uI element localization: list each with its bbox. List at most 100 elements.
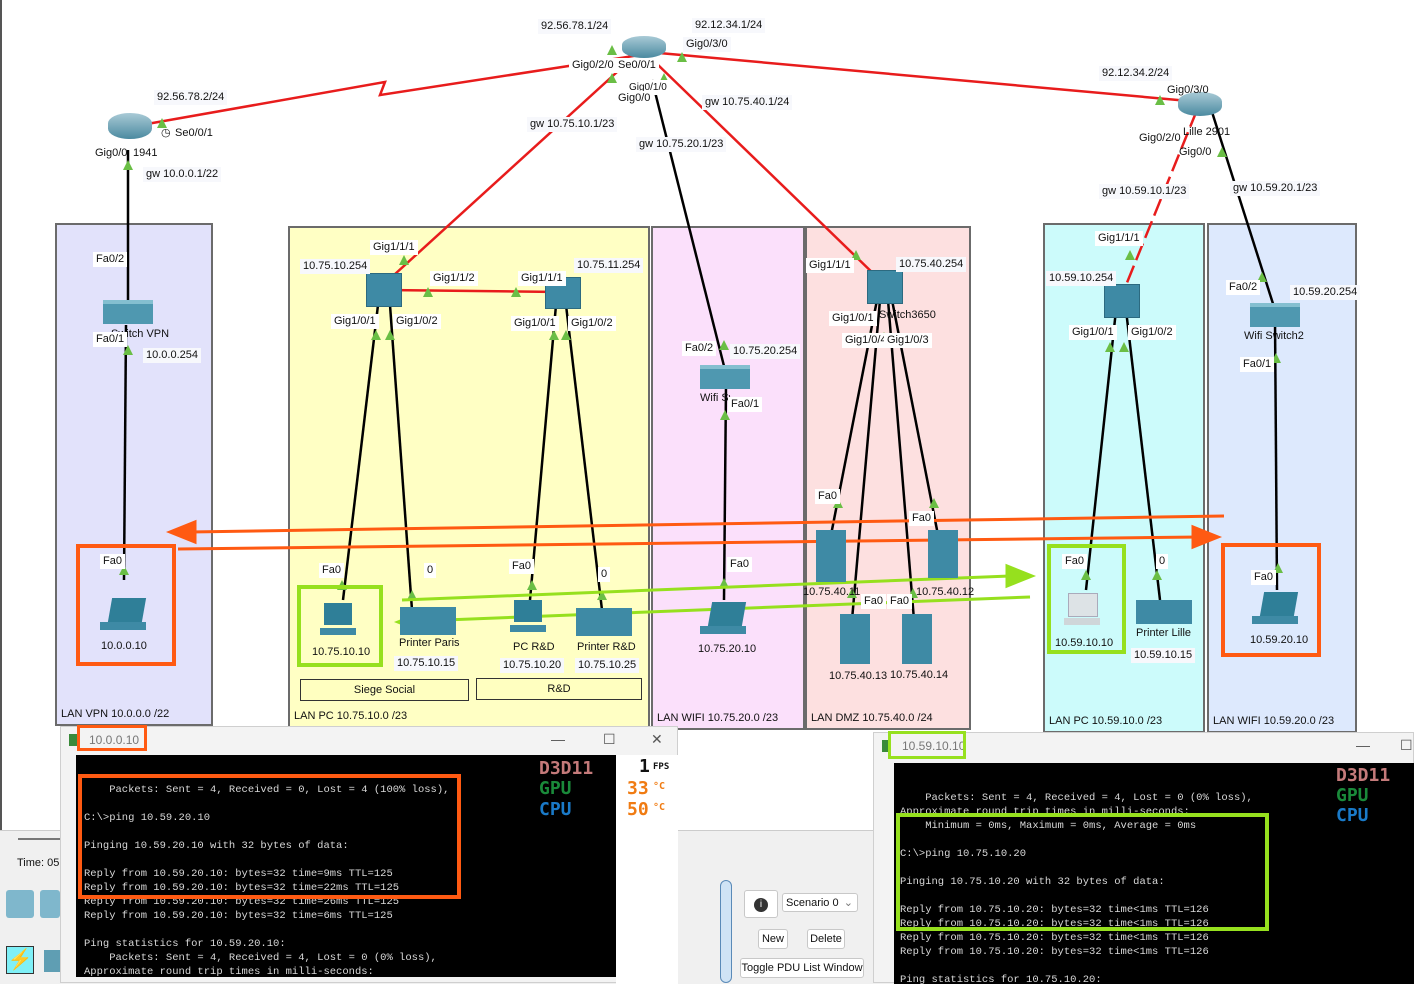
maximize-button[interactable]: ☐ — [603, 731, 616, 747]
switch-wifi-lille-icon[interactable] — [1250, 303, 1300, 327]
highlight-orange-vpn-laptop — [76, 544, 176, 666]
realtime-tab-line — [18, 838, 60, 840]
l3-switch-lille-icon[interactable] — [1104, 284, 1140, 318]
terminal-line: Pinging 10.59.20.10 with 32 bytes of dat… — [84, 840, 349, 852]
laptop-icon[interactable] — [100, 598, 150, 634]
laptop-icon[interactable] — [700, 602, 750, 636]
terminal-window-10-59-10-10[interactable]: 10.59.10.10 — ☐ Packets: Sent = 4, Recei… — [873, 731, 1414, 984]
port-label: Fa0 — [509, 559, 534, 574]
link-central-dmz — [654, 61, 881, 281]
scenario-value: Scenario 0 — [786, 897, 839, 909]
ip-label: 10.0.0.254 — [143, 348, 201, 363]
server-icon[interactable] — [840, 614, 870, 664]
ip-label: 10.59.20.254 — [1290, 285, 1361, 300]
app-icon — [69, 734, 77, 746]
fps-value: 1 — [639, 756, 650, 777]
window-titlebar[interactable]: 10.0.0.10 — ☐ ✕ — [61, 727, 677, 755]
zone-lan-dmz: LAN DMZ 10.75.40.0 /24 — [805, 226, 971, 730]
terminal-line: Packets: Sent = 4, Received = 0, Lost = … — [84, 784, 450, 796]
realtime-mode-icon[interactable] — [6, 890, 34, 918]
server-icon[interactable] — [816, 530, 846, 582]
ip-label: 10.75.40.11 — [803, 586, 861, 598]
l3-switch-paris-1-icon[interactable] — [366, 273, 402, 307]
link-wifi-laptop — [722, 384, 728, 601]
terminal-lines: Packets: Sent = 4, Received = 0, Lost = … — [84, 783, 608, 977]
link-lille-l3-printer — [1124, 309, 1162, 601]
arrow-head — [1005, 563, 1037, 589]
left-workspace-strip — [0, 0, 2, 983]
terminal-line: Approximate round trip times in milli-se… — [84, 966, 374, 977]
vertical-scrollbar[interactable] — [720, 880, 732, 983]
port-label: Gig1/0/1 — [331, 314, 379, 329]
device-name: Printer Lille — [1136, 627, 1192, 639]
port-label: Gig1/1/2 — [430, 271, 478, 286]
simulation-mode-icon[interactable]: ⚡ — [6, 946, 34, 974]
router-vpn-icon[interactable] — [108, 113, 152, 139]
maximize-button[interactable]: ☐ — [1400, 737, 1413, 753]
ip-label: 92.12.34.2/24 — [1099, 66, 1173, 81]
gw-label: gw 10.75.40.1/24 — [702, 95, 793, 110]
port-label: Gig1/0/3 — [884, 333, 932, 348]
terminal-line: Reply from 10.59.20.10: bytes=32 time=26… — [84, 896, 400, 908]
port-label: Gig0/0 — [615, 91, 654, 106]
d3d11-overlay: D3D11 — [539, 758, 594, 779]
router-lille-icon[interactable] — [1178, 92, 1222, 116]
zone-label: LAN WIFI 10.75.20.0 /23 — [657, 712, 779, 724]
pc-icon[interactable] — [320, 603, 358, 639]
cpu-label: CPU — [539, 799, 572, 820]
l3-switch-dmz-icon[interactable] — [867, 270, 903, 304]
terminal-output[interactable]: Packets: Sent = 4, Received = 4, Lost = … — [894, 763, 1414, 984]
port-label: Fa0 — [1062, 554, 1087, 569]
terminal-line: C:\>ping 10.75.10.20 — [900, 848, 1027, 860]
info-button[interactable]: i — [744, 890, 778, 918]
grid-icon[interactable] — [44, 950, 60, 972]
link-l3b-pc — [528, 304, 558, 601]
port-label: Gig1/0/2 — [568, 316, 616, 331]
delete-scenario-button[interactable]: Delete — [807, 929, 845, 949]
terminal-line: Pinging 10.75.10.20 with 32 bytes of dat… — [900, 876, 1165, 888]
printer-icon[interactable] — [1136, 600, 1192, 624]
terminal-line: Reply from 10.59.20.10: bytes=32 time=22… — [84, 882, 400, 894]
switch-wifi-paris-icon[interactable] — [700, 365, 750, 389]
printer-icon[interactable] — [576, 608, 632, 636]
link-dmz-14 — [886, 299, 916, 621]
minimize-button[interactable]: — — [1356, 737, 1370, 753]
group-siege-social: Siege Social — [300, 679, 469, 701]
zone-lan-pc-paris: LAN PC 10.75.10.0 /23 — [288, 226, 650, 728]
port-label: Fa0 — [909, 511, 934, 526]
ip-label: 10.75.10.20 — [500, 658, 565, 673]
close-button[interactable]: ✕ — [651, 731, 663, 747]
ip-label: 10.75.10.254 — [300, 259, 371, 274]
minimize-button[interactable]: — — [551, 731, 565, 747]
server-icon[interactable] — [902, 614, 932, 664]
link-central-paris-l3 — [382, 61, 629, 286]
ip-label: 10.75.40.12 — [916, 586, 975, 598]
pc-icon[interactable] — [510, 600, 548, 636]
pc-device-category-icon[interactable] — [40, 890, 60, 918]
ip-label: 10.75.40.14 — [890, 669, 949, 681]
printer-icon[interactable] — [400, 607, 456, 635]
port-label: Gig0/2/0 — [569, 58, 617, 73]
new-scenario-button[interactable]: New — [758, 929, 788, 949]
ip-label: 10.75.11.254 — [574, 258, 644, 273]
terminal-window-10-0-0-10[interactable]: 10.0.0.10 — ☐ ✕ Packets: Sent = 4, Recei… — [60, 725, 678, 984]
terminal-output[interactable]: Packets: Sent = 4, Received = 0, Lost = … — [76, 755, 616, 977]
link-l3-printer — [388, 304, 414, 611]
terminal-line: Packets: Sent = 4, Received = 4, Lost = … — [84, 952, 437, 964]
port-label: Gig1/1/1 — [1095, 231, 1143, 246]
port-label: 0 — [598, 567, 611, 582]
scenario-select[interactable]: Scenario 0⌄ — [782, 893, 858, 912]
toggle-pdu-list-button[interactable]: Toggle PDU List Window — [740, 958, 864, 978]
port-label: Fa0 — [861, 594, 886, 609]
port-label: Gig0/0 — [95, 147, 128, 159]
terminal-line: Minimum = 0ms, Maximum = 0ms, Average = … — [900, 820, 1197, 832]
router-central-icon[interactable] — [622, 36, 666, 58]
server-icon[interactable] — [928, 530, 958, 578]
switch-vpn-icon[interactable] — [103, 300, 153, 324]
device-name: PC R&D — [513, 641, 555, 653]
ip-label: 10.75.10.25 — [575, 658, 640, 673]
laptop-icon[interactable] — [1252, 592, 1302, 626]
port-label: Fa0/2 — [1226, 280, 1261, 295]
arrow-head — [165, 519, 197, 545]
pc-icon[interactable] — [1064, 593, 1102, 629]
